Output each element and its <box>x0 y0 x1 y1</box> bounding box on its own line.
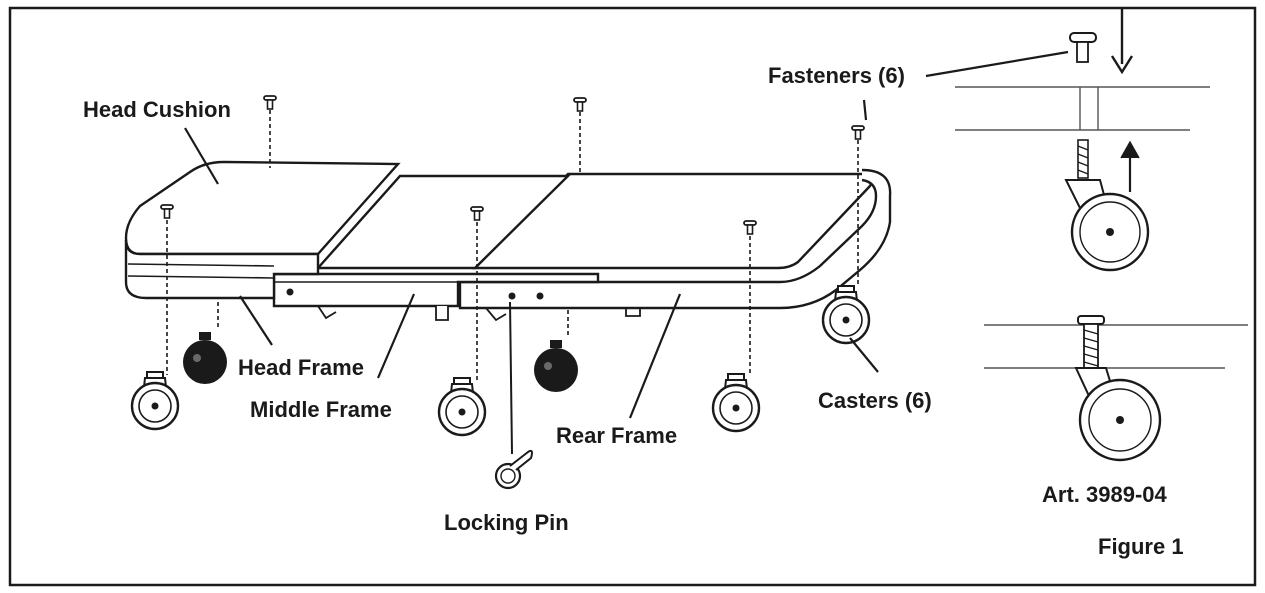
label-art-number: Art. 3989-04 <box>1042 482 1168 507</box>
label-locking-pin: Locking Pin <box>444 510 569 535</box>
detail-bottom <box>984 315 1248 462</box>
label-head-frame: Head Frame <box>238 355 364 380</box>
label-middle-frame: Middle Frame <box>250 397 392 422</box>
fasteners <box>160 95 865 380</box>
label-casters: Casters (6) <box>818 388 932 413</box>
rear-frame-side <box>460 265 821 283</box>
label-fasteners: Fasteners (6) <box>768 63 905 88</box>
rear-frame-rim <box>458 168 892 310</box>
leader-lines <box>184 50 1069 419</box>
head-frame <box>124 239 320 300</box>
label-rear-frame: Rear Frame <box>556 423 677 448</box>
locking-pin-icon <box>494 301 533 490</box>
creeper-assembly <box>124 160 892 322</box>
detail-top <box>955 8 1210 272</box>
label-head-cushion: Head Cushion <box>83 97 231 122</box>
middle-pad <box>315 174 571 270</box>
label-figure: Figure 1 <box>1098 534 1184 559</box>
